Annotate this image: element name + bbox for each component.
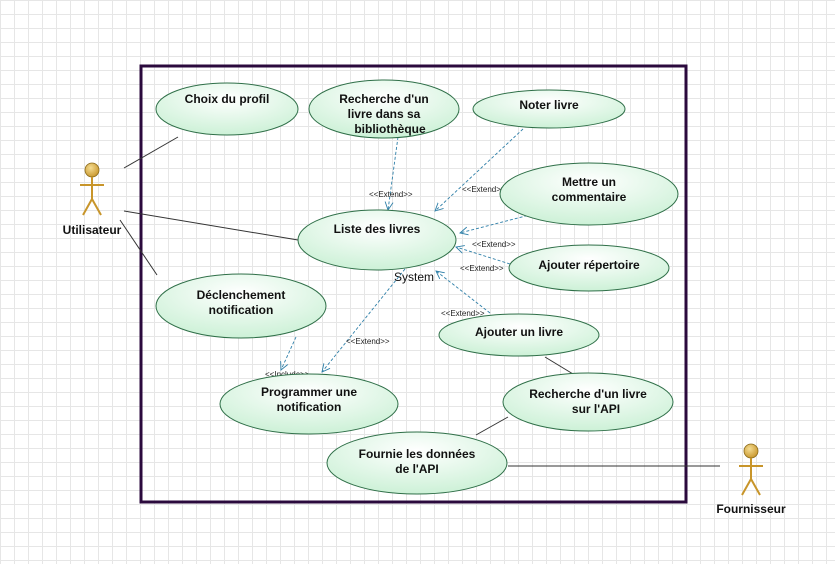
extend-recherche-biblio-to-liste[interactable] bbox=[388, 136, 399, 210]
extend-label-commentaire: <<Extend>> bbox=[472, 240, 516, 249]
actor-fournisseur-figure-icon bbox=[739, 443, 763, 496]
use-case-recherche-bibliotheque-line-1: Recherche d'un bbox=[339, 92, 429, 106]
use-case-noter-livre-line-1: Noter livre bbox=[519, 98, 579, 112]
use-case-mettre-commentaire-line-2: commentaire bbox=[552, 190, 627, 204]
actor-fournisseur[interactable]: Fournisseur bbox=[716, 443, 786, 516]
actor-fournisseur-label: Fournisseur bbox=[716, 502, 786, 516]
use-case-ajouter-livre[interactable]: Ajouter un livre bbox=[438, 313, 600, 357]
include-declenchement-to-programmer[interactable] bbox=[281, 336, 297, 370]
extend-liste-to-programmer[interactable] bbox=[322, 268, 406, 372]
extend-ajouter-livre-to-liste[interactable] bbox=[436, 271, 491, 314]
use-case-ajouter-livre-line-1: Ajouter un livre bbox=[475, 325, 563, 339]
use-case-recherche-bibliotheque-line-2: livre dans sa bbox=[348, 107, 421, 121]
use-case-choix-profil-line-1: Choix du profil bbox=[185, 92, 270, 106]
actor-utilisateur[interactable]: Utilisateur bbox=[63, 162, 122, 237]
use-case-recherche-api[interactable]: Recherche d'un livre sur l'API bbox=[502, 372, 674, 432]
extend-label-ajouter-livre: <<Extend>> bbox=[441, 309, 485, 318]
use-case-liste-livres[interactable]: Liste des livres bbox=[297, 209, 457, 271]
system-boundary[interactable] bbox=[139, 64, 688, 504]
extend-commentaire-to-liste[interactable] bbox=[460, 212, 538, 233]
association-utilisateur-choix-profil[interactable] bbox=[123, 136, 179, 169]
use-case-recherche-api-line-2: sur l'API bbox=[572, 402, 620, 416]
use-case-fournie-donnees-api[interactable]: Fournie les données de l'API bbox=[326, 431, 508, 495]
extend-label-repertoire: <<Extend>> bbox=[460, 264, 504, 273]
use-case-fournie-donnees-api-line-1: Fournie les données bbox=[359, 447, 476, 461]
extend-repertoire-to-liste[interactable] bbox=[456, 247, 511, 265]
use-case-recherche-bibliotheque-line-3: bibliothèque bbox=[354, 122, 426, 136]
association-recherche-api-fournie-api[interactable] bbox=[475, 416, 509, 436]
use-case-ajouter-repertoire-line-1: Ajouter répertoire bbox=[538, 258, 640, 272]
use-case-liste-livres-line-1: Liste des livres bbox=[334, 222, 421, 236]
system-label: System bbox=[394, 270, 434, 284]
extend-label-programmer: <<Extend>> bbox=[346, 337, 390, 346]
use-case-mettre-commentaire-line-1: Mettre un bbox=[562, 175, 616, 189]
use-case-recherche-bibliotheque[interactable]: Recherche d'un livre dans sa bibliothèqu… bbox=[308, 79, 460, 139]
use-case-noter-livre[interactable]: Noter livre bbox=[472, 89, 626, 129]
association-utilisateur-declenchement[interactable] bbox=[119, 219, 158, 276]
use-case-programmer-notification-line-1: Programmer une bbox=[261, 385, 357, 399]
extend-label-recherche: <<Extend>> bbox=[369, 190, 413, 199]
use-case-recherche-api-line-1: Recherche d'un livre bbox=[529, 387, 647, 401]
actor-utilisateur-figure-icon bbox=[80, 162, 104, 216]
extend-label-noter: <<Extend>> bbox=[462, 185, 506, 194]
association-utilisateur-liste-livres[interactable] bbox=[123, 210, 299, 241]
actor-utilisateur-label: Utilisateur bbox=[63, 223, 122, 237]
use-case-declenchement-notification-line-1: Déclenchement bbox=[197, 288, 286, 302]
use-case-mettre-commentaire[interactable]: Mettre un commentaire bbox=[499, 162, 679, 226]
use-case-fournie-donnees-api-line-2: de l'API bbox=[395, 462, 439, 476]
extend-noter-livre-to-liste[interactable] bbox=[435, 128, 524, 211]
use-case-ajouter-repertoire[interactable]: Ajouter répertoire bbox=[508, 244, 670, 292]
use-case-programmer-notification[interactable]: Programmer une notification bbox=[219, 373, 399, 435]
use-case-programmer-notification-line-2: notification bbox=[277, 400, 342, 414]
use-case-choix-profil[interactable]: Choix du profil bbox=[155, 82, 299, 136]
use-case-declenchement-notification-line-2: notification bbox=[209, 303, 274, 317]
use-case-declenchement-notification[interactable]: Déclenchement notification bbox=[155, 273, 327, 339]
